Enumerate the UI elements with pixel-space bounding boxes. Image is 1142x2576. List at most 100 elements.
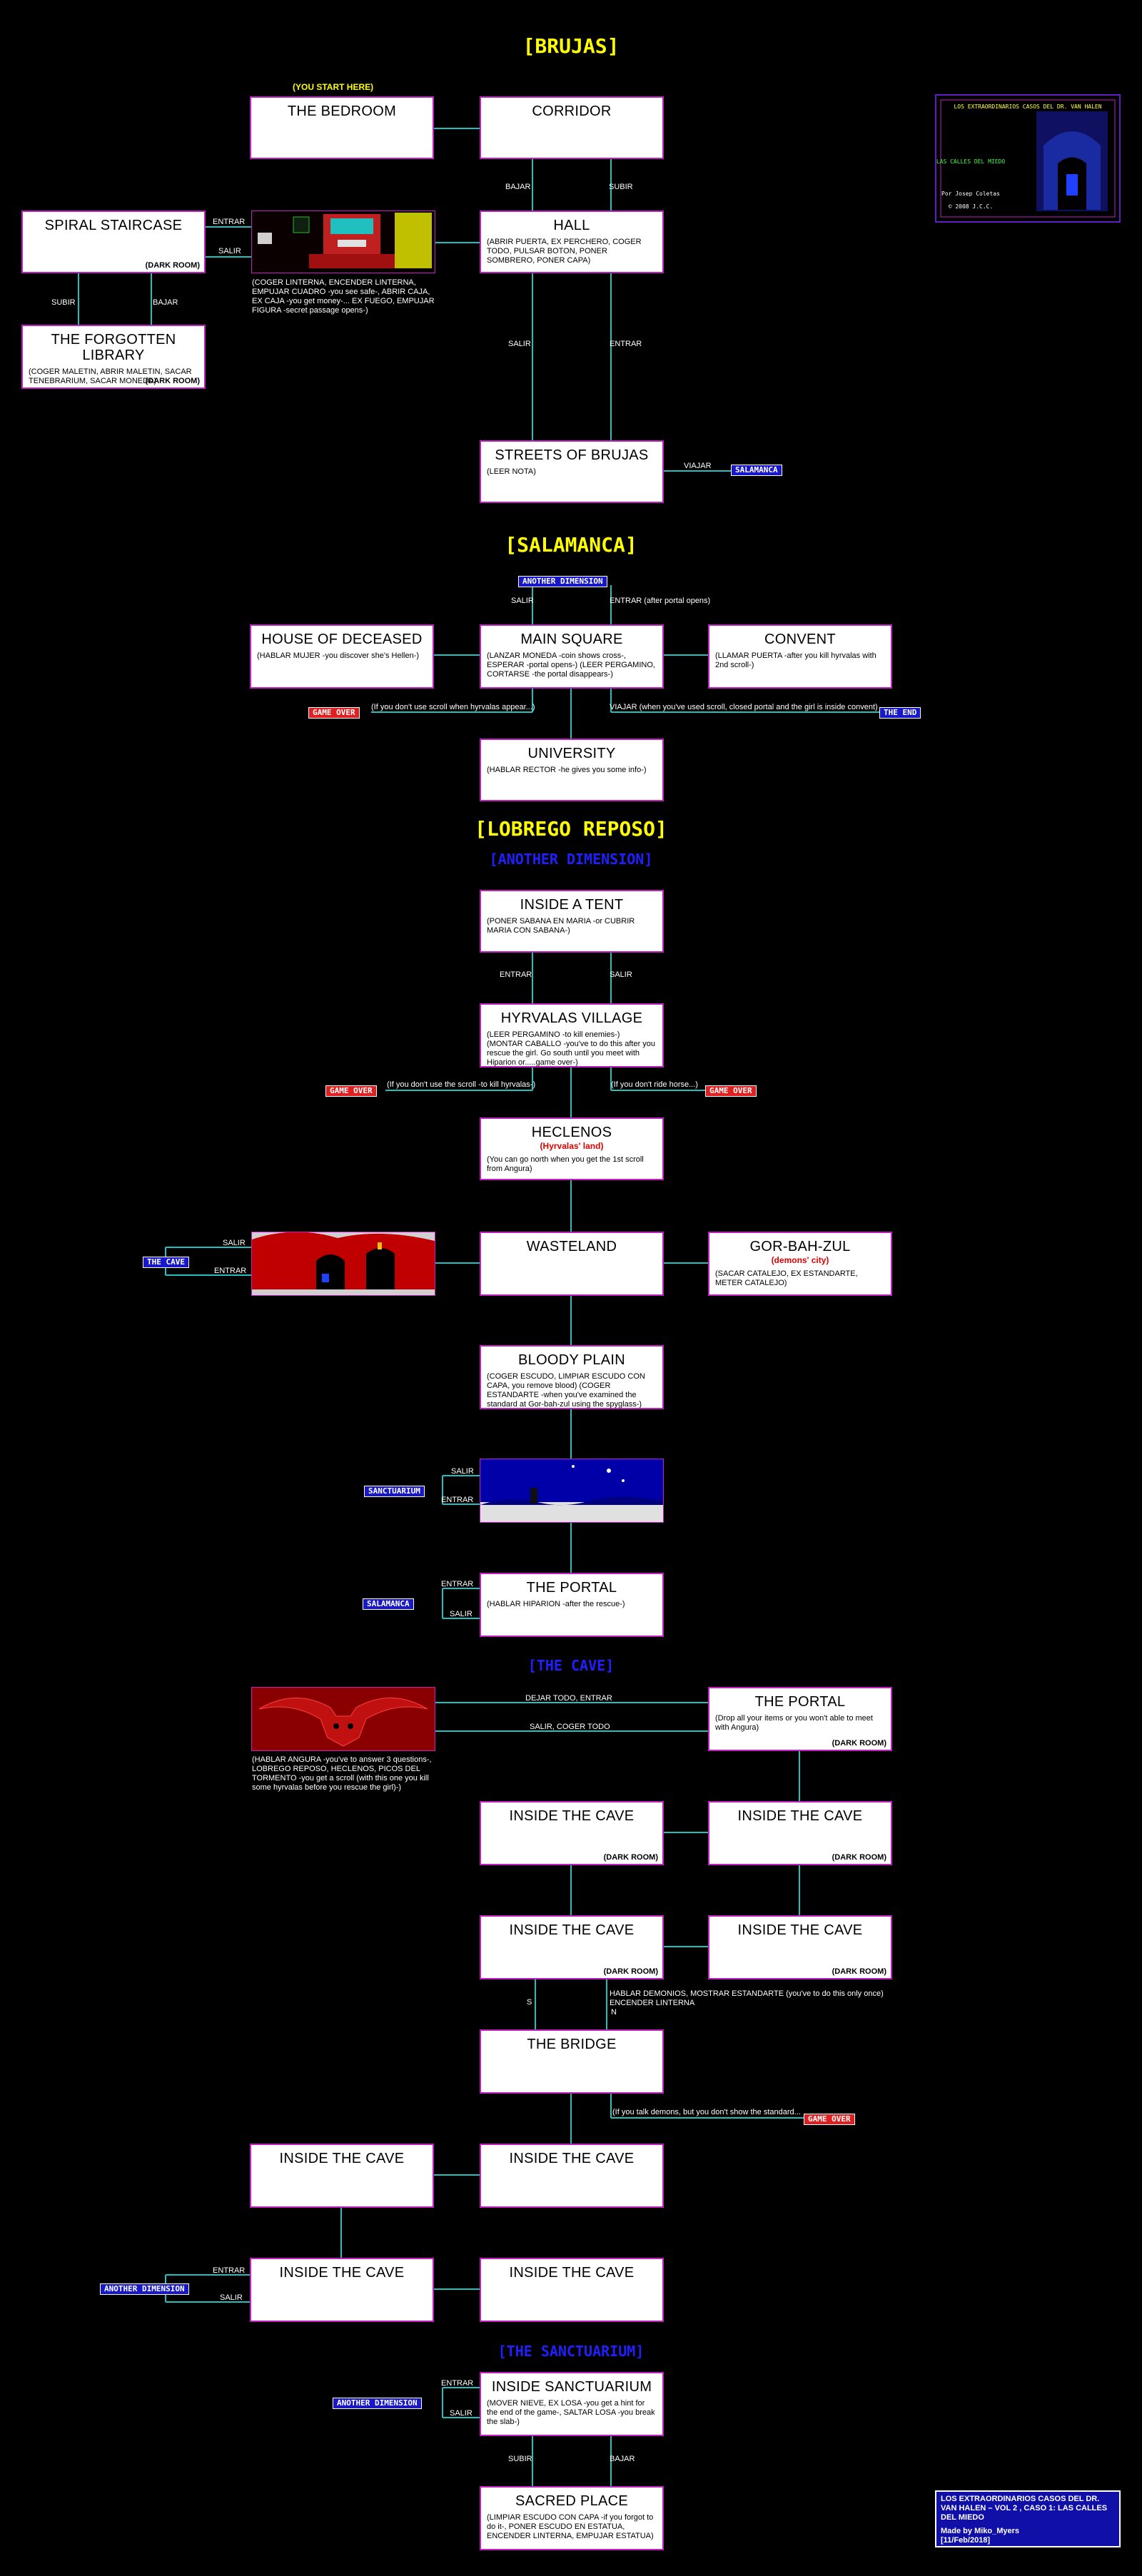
game-cover-image: LOS EXTRAORDINARIOS CASOS DEL DR. VAN HA… [935,94,1121,223]
room-deceased[interactable]: HOUSE OF DECEASED (HABLAR MUJER -you disc… [250,624,434,689]
room-actions: (Drop all your items or you won't able t… [715,1714,873,1732]
room-title: INSIDE THE CAVE [509,1808,635,1824]
room-cave3[interactable]: INSIDE THE CAVE(DARK ROOM) [480,1915,664,1979]
room-actions: (PONER SABANA EN MARIA -or CUBRIR MARIA … [487,917,635,935]
room-hall[interactable]: HALL(ABRIR PUERTA, EX PERCHERO, COGER TO… [480,211,664,273]
room-bedroom[interactable]: THE BEDROOM [250,96,434,159]
room-sacred[interactable]: SACRED PLACE(LIMPIAR ESCUDO CON CAPA -if… [480,2486,664,2550]
transition-label: ENTRAR [441,1580,474,1588]
destination-tag[interactable]: ANOTHER DIMENSION [100,2283,189,2295]
room-cave1[interactable]: INSIDE THE CAVE (DARK ROOM) [480,1801,664,1865]
destination-tag[interactable]: THE END [879,707,921,719]
room-sanctinside[interactable]: INSIDE SANCTUARIUM(MOVER NIEVE, EX LOSA … [480,2372,664,2436]
transition-label: ENTRAR [610,340,642,348]
room-title: HOUSE OF DECEASED [261,632,423,647]
room-spiral[interactable]: SPIRAL STAIRCASE(DARK ROOM) [21,211,206,273]
room-portal2[interactable]: THE PORTAL(Drop all your items or you wo… [708,1687,892,1751]
transition-label: (If you don't ride horse...) [611,1080,698,1089]
room-subtitle: (demons' city) [771,1255,829,1265]
destination-tag[interactable]: SANCTUARIUM [364,1486,425,1497]
room-hyrvalas[interactable]: HYRVALAS VILLAGE (LEER PERGAMINO -to kill… [480,1003,664,1068]
room-actions: (You can go north when you get the 1st s… [487,1155,644,1173]
transition-label: N [611,2008,617,2017]
room-actions: (LIMPIAR ESCUDO CON CAPA -if you forgot … [487,2513,654,2540]
room-cave7[interactable]: INSIDE THE CAVE [250,2258,434,2322]
destination-tag[interactable]: GAME OVER [804,2114,855,2125]
transition-label: SALIR, COGER TODO [530,1723,610,1731]
transition-label: SUBIR [609,183,633,191]
transition-label: BAJAR [153,298,178,307]
transition-label: VIAJAR [684,462,712,470]
angura-demon-scene-image [251,1687,435,1751]
room-title: GOR-BAH-ZUL [749,1239,851,1254]
transition-label: (If you don't use scroll when hyrvalas a… [371,703,535,711]
room-cave5[interactable]: INSIDE THE CAVE [250,2144,434,2208]
room-actions: (SACAR CATALEJO, EX ESTANDARTE, METER CA… [715,1269,858,1287]
transition-label: SUBIR [51,298,76,307]
transition-label: BAJAR [505,183,531,191]
destination-tag[interactable]: GAME OVER [705,1085,757,1097]
destination-tag[interactable]: ANOTHER DIMENSION [518,576,607,587]
room-actions: (LEER NOTA) [487,467,536,476]
room-gorbahzul[interactable]: GOR-BAH-ZUL(demons' city) (SACAR CATALEJO… [708,1232,892,1296]
dark-room-badge: (DARK ROOM) [832,1853,886,1862]
room-cave4[interactable]: INSIDE THE CAVE(DARK ROOM) [708,1915,892,1979]
destination-tag[interactable]: GAME OVER [325,1085,377,1097]
destination-tag[interactable]: GAME OVER [308,707,360,719]
room-bridge[interactable]: THE BRIDGE [480,2029,664,2094]
destination-tag[interactable]: SALAMANCA [731,465,782,476]
room-cave8[interactable]: INSIDE THE CAVE [480,2258,664,2322]
destination-tag[interactable]: ANOTHER DIMENSION [333,2398,422,2409]
room-actions: (LEER PERGAMINO -to kill enemies-) (MONT… [487,1030,656,1067]
dark-room-badge: (DARK ROOM) [603,1853,658,1862]
cover-copyright: © 2008 J.C.C. [949,203,994,210]
room-actions: (HABLAR HIPARION -after the rescue-) [487,1600,625,1608]
transition-label: ENTRAR [441,2379,474,2388]
transition-label: VIAJAR (when you've used scroll, closed … [610,703,878,711]
transition-label: (If you don't use the scroll -to kill hy… [387,1080,536,1089]
room-title: INSIDE THE CAVE [737,1808,863,1824]
destination-tag[interactable]: SALAMANCA [363,1598,414,1610]
room-university[interactable]: UNIVERSITY(HABLAR RECTOR -he gives you s… [480,739,664,801]
cover-art: LOS EXTRAORDINARIOS CASOS DEL DR. VAN HA… [936,99,1116,218]
transition-label: ENTRAR [213,218,246,226]
room-corridor[interactable]: CORRIDOR [480,96,664,159]
transition-label: SALIR [610,970,632,979]
room-cave2[interactable]: INSIDE THE CAVE (DARK ROOM) [708,1801,892,1865]
room-tent[interactable]: INSIDE A TENT(PONER SABANA EN MARIA -or … [480,890,664,953]
room-title: HYRVALAS VILLAGE [500,1010,643,1026]
room-streets[interactable]: STREETS OF BRUJAS(LEER NOTA) [480,440,664,503]
room-actions: (HABLAR MUJER -you discover she's Hellen… [257,651,420,660]
room-title: INSIDE THE CAVE [279,2151,405,2166]
room-mainsquare[interactable]: MAIN SQUARE(LANZAR MONEDA -coin shows cr… [480,624,664,689]
transition-label: HABLAR DEMONIOS, MOSTRAR ESTANDARTE (you… [610,1989,884,1998]
secret-room-scene-image [251,211,435,273]
section-title-brujas: [BRUJAS] [522,34,620,58]
section-title-another: [ANOTHER DIMENSION] [489,851,653,868]
credits-date: [11/Feb/2018] [941,2536,991,2545]
dark-room-badge: (DARK ROOM) [145,261,200,270]
room-bloody[interactable]: BLOODY PLAIN(COGER ESCUDO, LIMPIAR ESCUD… [480,1345,664,1409]
dark-room-badge: (DARK ROOM) [145,377,200,385]
room-actions: (ABRIR PUERTA, EX PERCHERO, COGER TODO, … [487,238,642,265]
room-actions: (COGER MALETIN, ABRIR MALETIN, SACAR TEN… [29,367,192,385]
transition-label: SALIR [450,1610,473,1618]
room-wasteland[interactable]: WASTELAND [480,1232,664,1296]
transition-label: ENCENDER LINTERNA [610,1999,695,2007]
cover-author: Por Josep Coletas [941,191,1000,197]
destination-tag[interactable]: THE CAVE [143,1257,189,1268]
transition-label: SALIR [451,1467,474,1476]
transition-label: S [527,1998,532,2007]
dark-room-badge: (DARK ROOM) [832,1739,886,1748]
credits-box: LOS EXTRAORDINARIOS CASOS DEL DR. VAN HA… [935,2490,1121,2547]
room-convent[interactable]: CONVENT(LLAMAR PUERTA -after you kill hy… [708,624,892,689]
cave-entrance-scene-image [251,1232,435,1296]
credits-author: Made by Miko_Myers [941,2527,1020,2535]
room-library[interactable]: THE FORGOTTEN LIBRARY(COGER MALETIN, ABR… [21,325,206,389]
transition-label: SALIR [218,247,241,255]
room-heclenos[interactable]: HECLENOS(Hyrvalas' land)(You can go nort… [480,1117,664,1180]
transition-label: DEJAR TODO, ENTRAR [525,1694,612,1703]
room-portal1[interactable]: THE PORTAL(HABLAR HIPARION -after the re… [480,1573,664,1637]
room-cave6[interactable]: INSIDE THE CAVE [480,2144,664,2208]
room-title: WASTELAND [526,1239,617,1254]
